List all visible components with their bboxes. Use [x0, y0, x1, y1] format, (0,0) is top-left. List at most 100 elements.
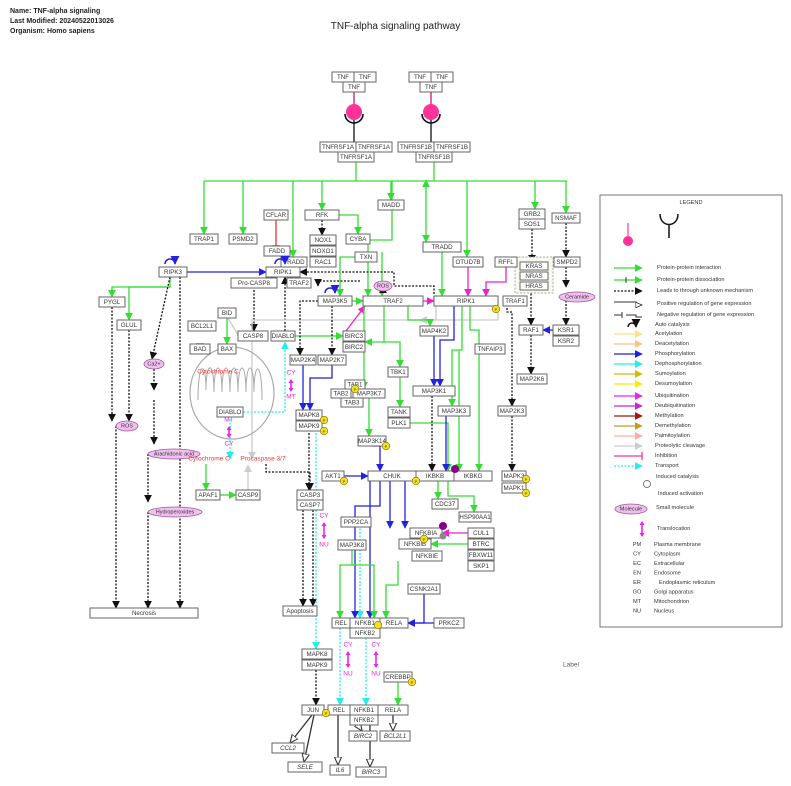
molecule-arachidonic-acid[interactable]: Arachidonic acid	[147, 448, 201, 460]
node-crebbp[interactable]: CREBBP	[383, 671, 413, 683]
molecule-hydroperoxides[interactable]: Hydroperoxides	[147, 506, 203, 518]
node-map3k3[interactable]: MAP3K3	[437, 405, 471, 417]
node-madd[interactable]: MADD	[377, 199, 405, 211]
node-cul1[interactable]: CUL1	[467, 527, 495, 539]
node-fadd[interactable]: FADD	[263, 245, 291, 257]
node-nfkbie[interactable]: NFKBIE	[411, 550, 443, 562]
node-map3k5[interactable]: MAP3K5	[317, 295, 353, 307]
node-map3k1[interactable]: MAP3K1	[412, 385, 456, 397]
node-tnfrsf1b[interactable]: TNFRSF1B	[433, 141, 471, 153]
node-bid[interactable]: BID	[217, 307, 237, 319]
node-tnfrsf1a[interactable]: TNFRSF1A	[355, 141, 393, 153]
node-ksr1[interactable]: KSR1	[552, 324, 580, 336]
node-ksr2[interactable]: KSR2	[552, 335, 580, 347]
node-rela[interactable]: RELA	[377, 704, 409, 716]
node-diablo[interactable]: DIABLO	[270, 330, 296, 342]
node-birc2[interactable]: BIRC2	[348, 730, 378, 742]
node-ripk3[interactable]: RIPK3	[158, 266, 188, 278]
node-casp3[interactable]: CASP3	[296, 489, 324, 501]
node-traf2[interactable]: TRAF2	[286, 277, 312, 289]
node-apaf1[interactable]: APAF1	[195, 489, 221, 501]
node-rfk[interactable]: RFK	[304, 209, 340, 221]
node-raf1[interactable]: RAF1	[518, 324, 544, 336]
node-il6[interactable]: IL6	[329, 764, 351, 776]
node-mapk8[interactable]: MAPK8	[295, 409, 323, 421]
node-rffl[interactable]: RFFL	[494, 256, 518, 268]
node-nras[interactable]: NRAS	[519, 271, 549, 281]
node-diablo[interactable]: DIABLO	[216, 406, 244, 418]
node-casp8[interactable]: CASP8	[237, 330, 269, 342]
node-ppp2ca[interactable]: PPP2CA	[340, 516, 372, 528]
node-rel[interactable]: REL	[327, 704, 351, 716]
node-traf2[interactable]: TRAF2	[362, 295, 424, 307]
molecule-ros[interactable]: ROS	[115, 420, 139, 432]
node-smpd2[interactable]: SMPD2	[553, 256, 581, 268]
node-tnf[interactable]: TNF	[331, 71, 355, 83]
node-bad[interactable]: BAD	[189, 343, 211, 355]
node-akt1[interactable]: AKT1	[321, 470, 345, 482]
node-fbxw11[interactable]: FBXW11	[467, 549, 495, 561]
node-map3k14[interactable]: MAP3K14	[357, 435, 387, 447]
node-trap1[interactable]: TRAP1	[189, 233, 219, 245]
node-map2k3[interactable]: MAP2K3	[497, 405, 527, 417]
node-tnfrsf1b[interactable]: TNFRSF1B	[415, 151, 453, 163]
node-tab2[interactable]: TAB2	[330, 388, 352, 399]
node-apoptosis[interactable]: Apoptosis	[282, 605, 318, 617]
node-nfkb2[interactable]: NFKB2	[349, 627, 381, 639]
node-bcl2l1[interactable]: BCL2L1	[187, 320, 217, 332]
node-hsp90aa1[interactable]: HSP90AA1	[458, 511, 492, 523]
node-otud7b[interactable]: OTUD7B	[452, 256, 484, 268]
molecule-ros[interactable]: ROS	[373, 280, 393, 292]
node-mapk1[interactable]: MAPK1	[501, 482, 527, 494]
node-sos1[interactable]: SOS1	[518, 218, 546, 230]
node-ripk1[interactable]: RIPK1	[433, 295, 499, 307]
node-tnf[interactable]: TNF	[419, 81, 443, 93]
node-prkcz[interactable]: PRKCZ	[433, 617, 465, 629]
node-tnf[interactable]: TNF	[408, 71, 432, 83]
node-tnfrsf1a[interactable]: TNFRSF1A	[337, 151, 375, 163]
node-skp1[interactable]: SKP1	[467, 560, 495, 572]
node-tnf[interactable]: TNF	[342, 81, 366, 93]
node-tnfrsf1b[interactable]: TNFRSF1B	[397, 141, 435, 153]
node-txn[interactable]: TXN	[354, 251, 378, 263]
node-tnfrsf1a[interactable]: TNFRSF1A	[319, 141, 357, 153]
node-tbk1[interactable]: TBK1	[387, 366, 409, 378]
node-tnf[interactable]: TNF	[353, 71, 377, 83]
node-rac1[interactable]: RAC1	[309, 256, 337, 268]
node-chuk[interactable]: CHUK	[367, 470, 417, 482]
node-plk1[interactable]: PLK1	[387, 417, 411, 429]
node-birc3[interactable]: BIRC3	[342, 330, 366, 342]
node-tnfaip3[interactable]: TNFAIP3	[474, 343, 506, 355]
node-nfkb1[interactable]: NFKB1	[349, 704, 379, 716]
node-ripk1[interactable]: RIPK1	[265, 266, 301, 278]
node-birc2[interactable]: BIRC2	[342, 341, 366, 353]
node-nox1[interactable]: NOX1	[309, 234, 337, 246]
node-map2k7[interactable]: MAP2K7	[317, 354, 347, 366]
node-ccl2[interactable]: CCL2	[271, 742, 305, 754]
node-casp7[interactable]: CASP7	[296, 499, 324, 511]
node-ikbkg[interactable]: IKBKG	[453, 470, 493, 482]
node-grb2[interactable]: GRB2	[518, 208, 546, 220]
node-btrc[interactable]: BTRC	[467, 538, 495, 550]
node-nfkb2[interactable]: NFKB2	[349, 714, 379, 726]
node-mapk9[interactable]: MAPK9	[295, 420, 323, 432]
node-kras[interactable]: KRAS	[519, 261, 549, 271]
node-cyba[interactable]: CYBA	[345, 233, 371, 245]
node-birc3[interactable]: BIRC3	[355, 766, 387, 778]
molecule-ceramide[interactable]: Ceramide	[558, 291, 596, 303]
node-cflar[interactable]: CFLAR	[263, 209, 289, 221]
node-bcl2l1[interactable]: BCL2L1	[379, 730, 411, 742]
node-traf1[interactable]: TRAF1	[502, 295, 528, 307]
node-mapk8[interactable]: MAPK8	[301, 648, 333, 660]
node-tnf[interactable]: TNF	[430, 71, 454, 83]
node-noxo1[interactable]: NOXO1	[309, 245, 337, 257]
node-glul[interactable]: GLUL	[116, 319, 142, 331]
node-mapk9[interactable]: MAPK9	[301, 659, 333, 671]
node-tradd[interactable]: TRADD	[422, 241, 462, 253]
node-rela[interactable]: RELA	[379, 617, 409, 629]
node-cdc37[interactable]: CDC37	[431, 498, 459, 510]
node-psmd2[interactable]: PSMD2	[228, 233, 258, 245]
node-sele[interactable]: SELE	[287, 761, 323, 773]
node-map4k2[interactable]: MAP4K2	[419, 325, 449, 337]
node-map3k7[interactable]: MAP3K7	[352, 388, 386, 399]
